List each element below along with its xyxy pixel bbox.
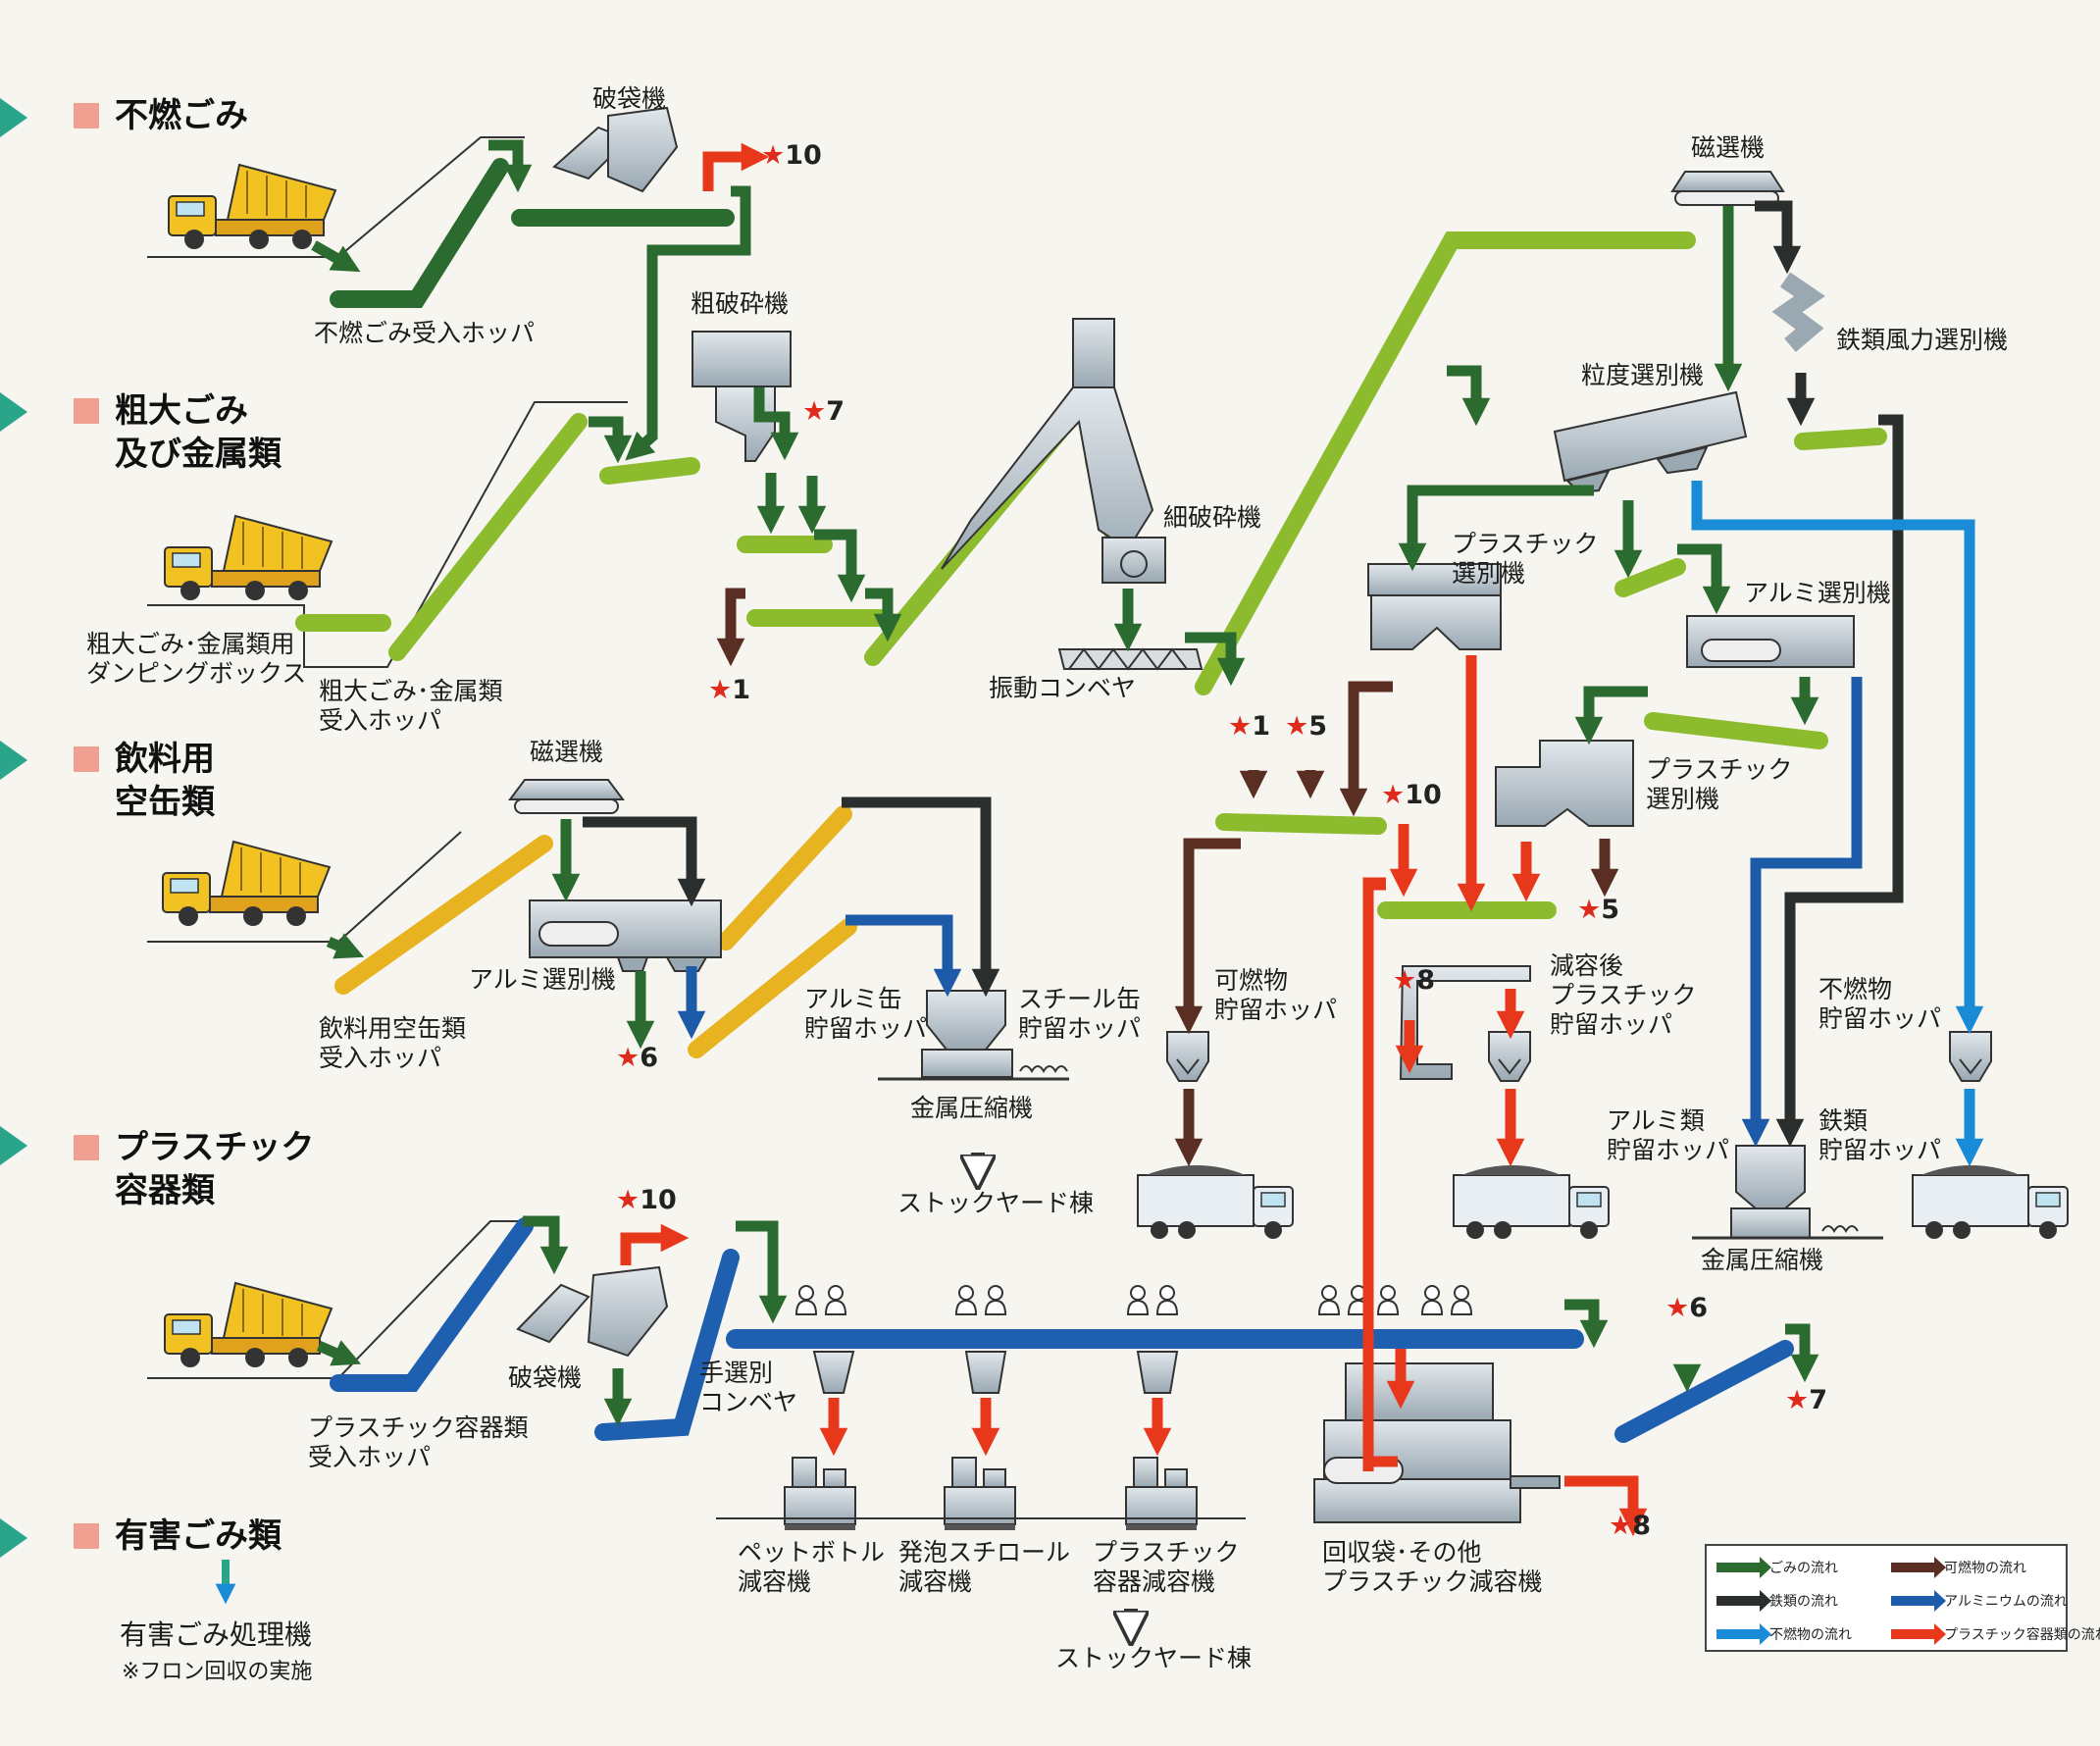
cyclone-duct	[941, 318, 1154, 570]
star-marker: ★10	[1381, 780, 1442, 810]
legend: ごみの流れ 可燃物の流れ 鉄類の流れ アルミニウムの流れ 不燃物の流れ プラスチ…	[1705, 1544, 2100, 1652]
plastic-store-hopper	[1488, 1031, 1531, 1082]
label-metal-press-1: 金属圧縮機	[910, 1094, 1034, 1122]
label-sodai-hopper: 粗大ごみ･金属類受入ホッパ	[319, 677, 503, 735]
aluminum-separator-1	[529, 899, 722, 972]
incombustible-hopper	[1949, 1031, 1992, 1082]
category-sodai: 粗大ごみ及び金属類	[74, 389, 282, 476]
label-plastic-sep-2: プラスチック選別機	[1646, 755, 1793, 813]
label-stockyard-1: ストックヤード棟	[897, 1189, 1095, 1217]
label-magnetic-2: 磁選機	[1691, 133, 1766, 162]
dump-truck-sodai	[164, 515, 333, 601]
label-metal-press-2: 金属圧縮機	[1701, 1246, 1824, 1274]
label-can-hopper: 飲料用空缶類受入ホッパ	[319, 1014, 467, 1072]
legend-item: アルミニウムの流れ	[1891, 1590, 2068, 1612]
label-combustible-hopper: 可燃物貯留ホッパ	[1214, 966, 1338, 1024]
star-marker: ★1	[708, 675, 751, 705]
category-hazard: 有害ごみ類	[74, 1515, 282, 1558]
truck-incombustible	[1912, 1164, 2069, 1240]
label-styrofoam-reducer: 発泡スチロール減容機	[898, 1538, 1071, 1596]
label-plastic-sep-1: プラスチック選別機	[1452, 530, 1599, 588]
fine-crusher	[1101, 537, 1166, 584]
star-marker: ★5	[1577, 895, 1620, 925]
star-marker: ★5	[1285, 711, 1328, 742]
label-coarse-crusher: 粗破砕機	[691, 289, 790, 318]
star-marker: ★1	[1228, 711, 1271, 742]
magnetic-separator-2	[1670, 171, 1785, 206]
dump-truck-pla	[164, 1282, 333, 1368]
size-separator	[1553, 390, 1748, 494]
label-funen-hopper: 不燃ごみ受入ホッパ	[314, 319, 536, 347]
star-marker: ★8	[1393, 965, 1436, 996]
label-pla-hopper: プラスチック容器類受入ホッパ	[308, 1413, 529, 1471]
label-reduced-plastic-hopper: 減容後プラスチック貯留ホッパ	[1550, 951, 1697, 1039]
label-aluminum-sep-1: アルミ選別機	[469, 965, 616, 994]
category-plastic: プラスチック容器類	[74, 1126, 314, 1212]
category-marker-4	[0, 1126, 27, 1165]
label-bag-breaker-2: 破袋機	[508, 1363, 583, 1392]
hazard-machine-label: 有害ごみ処理機	[120, 1618, 313, 1651]
label-aluminum-sep-2: アルミ選別機	[1744, 579, 1891, 607]
label-aluminum-store: アルミ類貯留ホッパ	[1607, 1106, 1730, 1164]
hazard-note: ※フロン回収の実施	[122, 1660, 313, 1684]
legend-item: 不燃物の流れ	[1716, 1623, 1852, 1645]
label-sodai-box: 粗大ごみ･金属類用ダンピングボックス	[86, 630, 307, 688]
plastic-separator-2	[1495, 740, 1634, 827]
metal-press-1	[878, 990, 1069, 1081]
bag-breaker-2	[516, 1265, 669, 1358]
label-size-separator: 粒度選別機	[1581, 361, 1705, 389]
bag-plastic-reducer	[1313, 1362, 1561, 1523]
label-aluminum-can: アルミ缶貯留ホッパ	[804, 985, 928, 1043]
legend-item: プラスチック容器類の流れ	[1891, 1623, 2100, 1645]
label-bag-breaker-1: 破袋機	[592, 84, 667, 113]
star-marker: ★10	[761, 140, 822, 171]
magnetic-separator-1	[508, 779, 625, 814]
star-marker: ★8	[1609, 1511, 1652, 1541]
category-marker-3	[0, 741, 27, 780]
category-funen: 不燃ごみ	[74, 94, 248, 137]
label-bag-plastic-reducer: 回収袋･その他プラスチック減容機	[1322, 1538, 1543, 1596]
label-incombustible-hopper: 不燃物貯留ホッパ	[1818, 975, 1942, 1033]
dump-truck-can	[162, 841, 331, 927]
label-wind-separator: 鉄類風力選別機	[1836, 326, 2009, 354]
bag-breaker-1	[552, 106, 679, 193]
star-marker: ★6	[1665, 1293, 1709, 1323]
category-marker-1	[0, 98, 27, 137]
category-marker-2	[0, 392, 27, 432]
legend-item: 可燃物の流れ	[1891, 1557, 2026, 1578]
aluminum-separator-2	[1686, 615, 1855, 668]
dump-truck-funen	[168, 164, 336, 250]
label-stockyard-2: ストックヤード棟	[1055, 1644, 1253, 1672]
star-marker: ★6	[616, 1043, 659, 1073]
label-vibrating-conveyor: 振動コンベヤ	[989, 674, 1137, 702]
star-marker: ★10	[616, 1185, 677, 1215]
metal-press-2	[1692, 1145, 1883, 1240]
category-can: 飲料用空缶類	[74, 738, 215, 824]
truck-plastic	[1453, 1164, 1610, 1240]
label-pet-reducer: ペットボトル減容機	[738, 1538, 886, 1596]
plastic-separator-1	[1367, 563, 1502, 650]
category-marker-5	[0, 1518, 27, 1558]
legend-item: 鉄類の流れ	[1716, 1590, 1838, 1612]
coarse-crusher	[691, 331, 792, 462]
label-hand-sort-conveyor: 手選別コンベヤ	[699, 1359, 798, 1416]
combustible-hopper	[1166, 1031, 1209, 1082]
label-magnetic-1: 磁選機	[530, 738, 604, 766]
label-steel-can: スチール缶貯留ホッパ	[1018, 985, 1142, 1043]
wind-separator-duct	[1771, 272, 1825, 352]
label-iron-store: 鉄類貯留ホッパ	[1818, 1106, 1942, 1164]
label-plastic-reducer: プラスチック容器減容機	[1093, 1538, 1240, 1596]
vibrating-conveyor	[1057, 647, 1204, 671]
legend-item: ごみの流れ	[1716, 1557, 1838, 1578]
star-marker: ★7	[802, 396, 845, 427]
star-marker: ★7	[1785, 1385, 1828, 1415]
label-fine-crusher: 細破砕機	[1163, 503, 1262, 532]
truck-combustible	[1137, 1164, 1294, 1240]
